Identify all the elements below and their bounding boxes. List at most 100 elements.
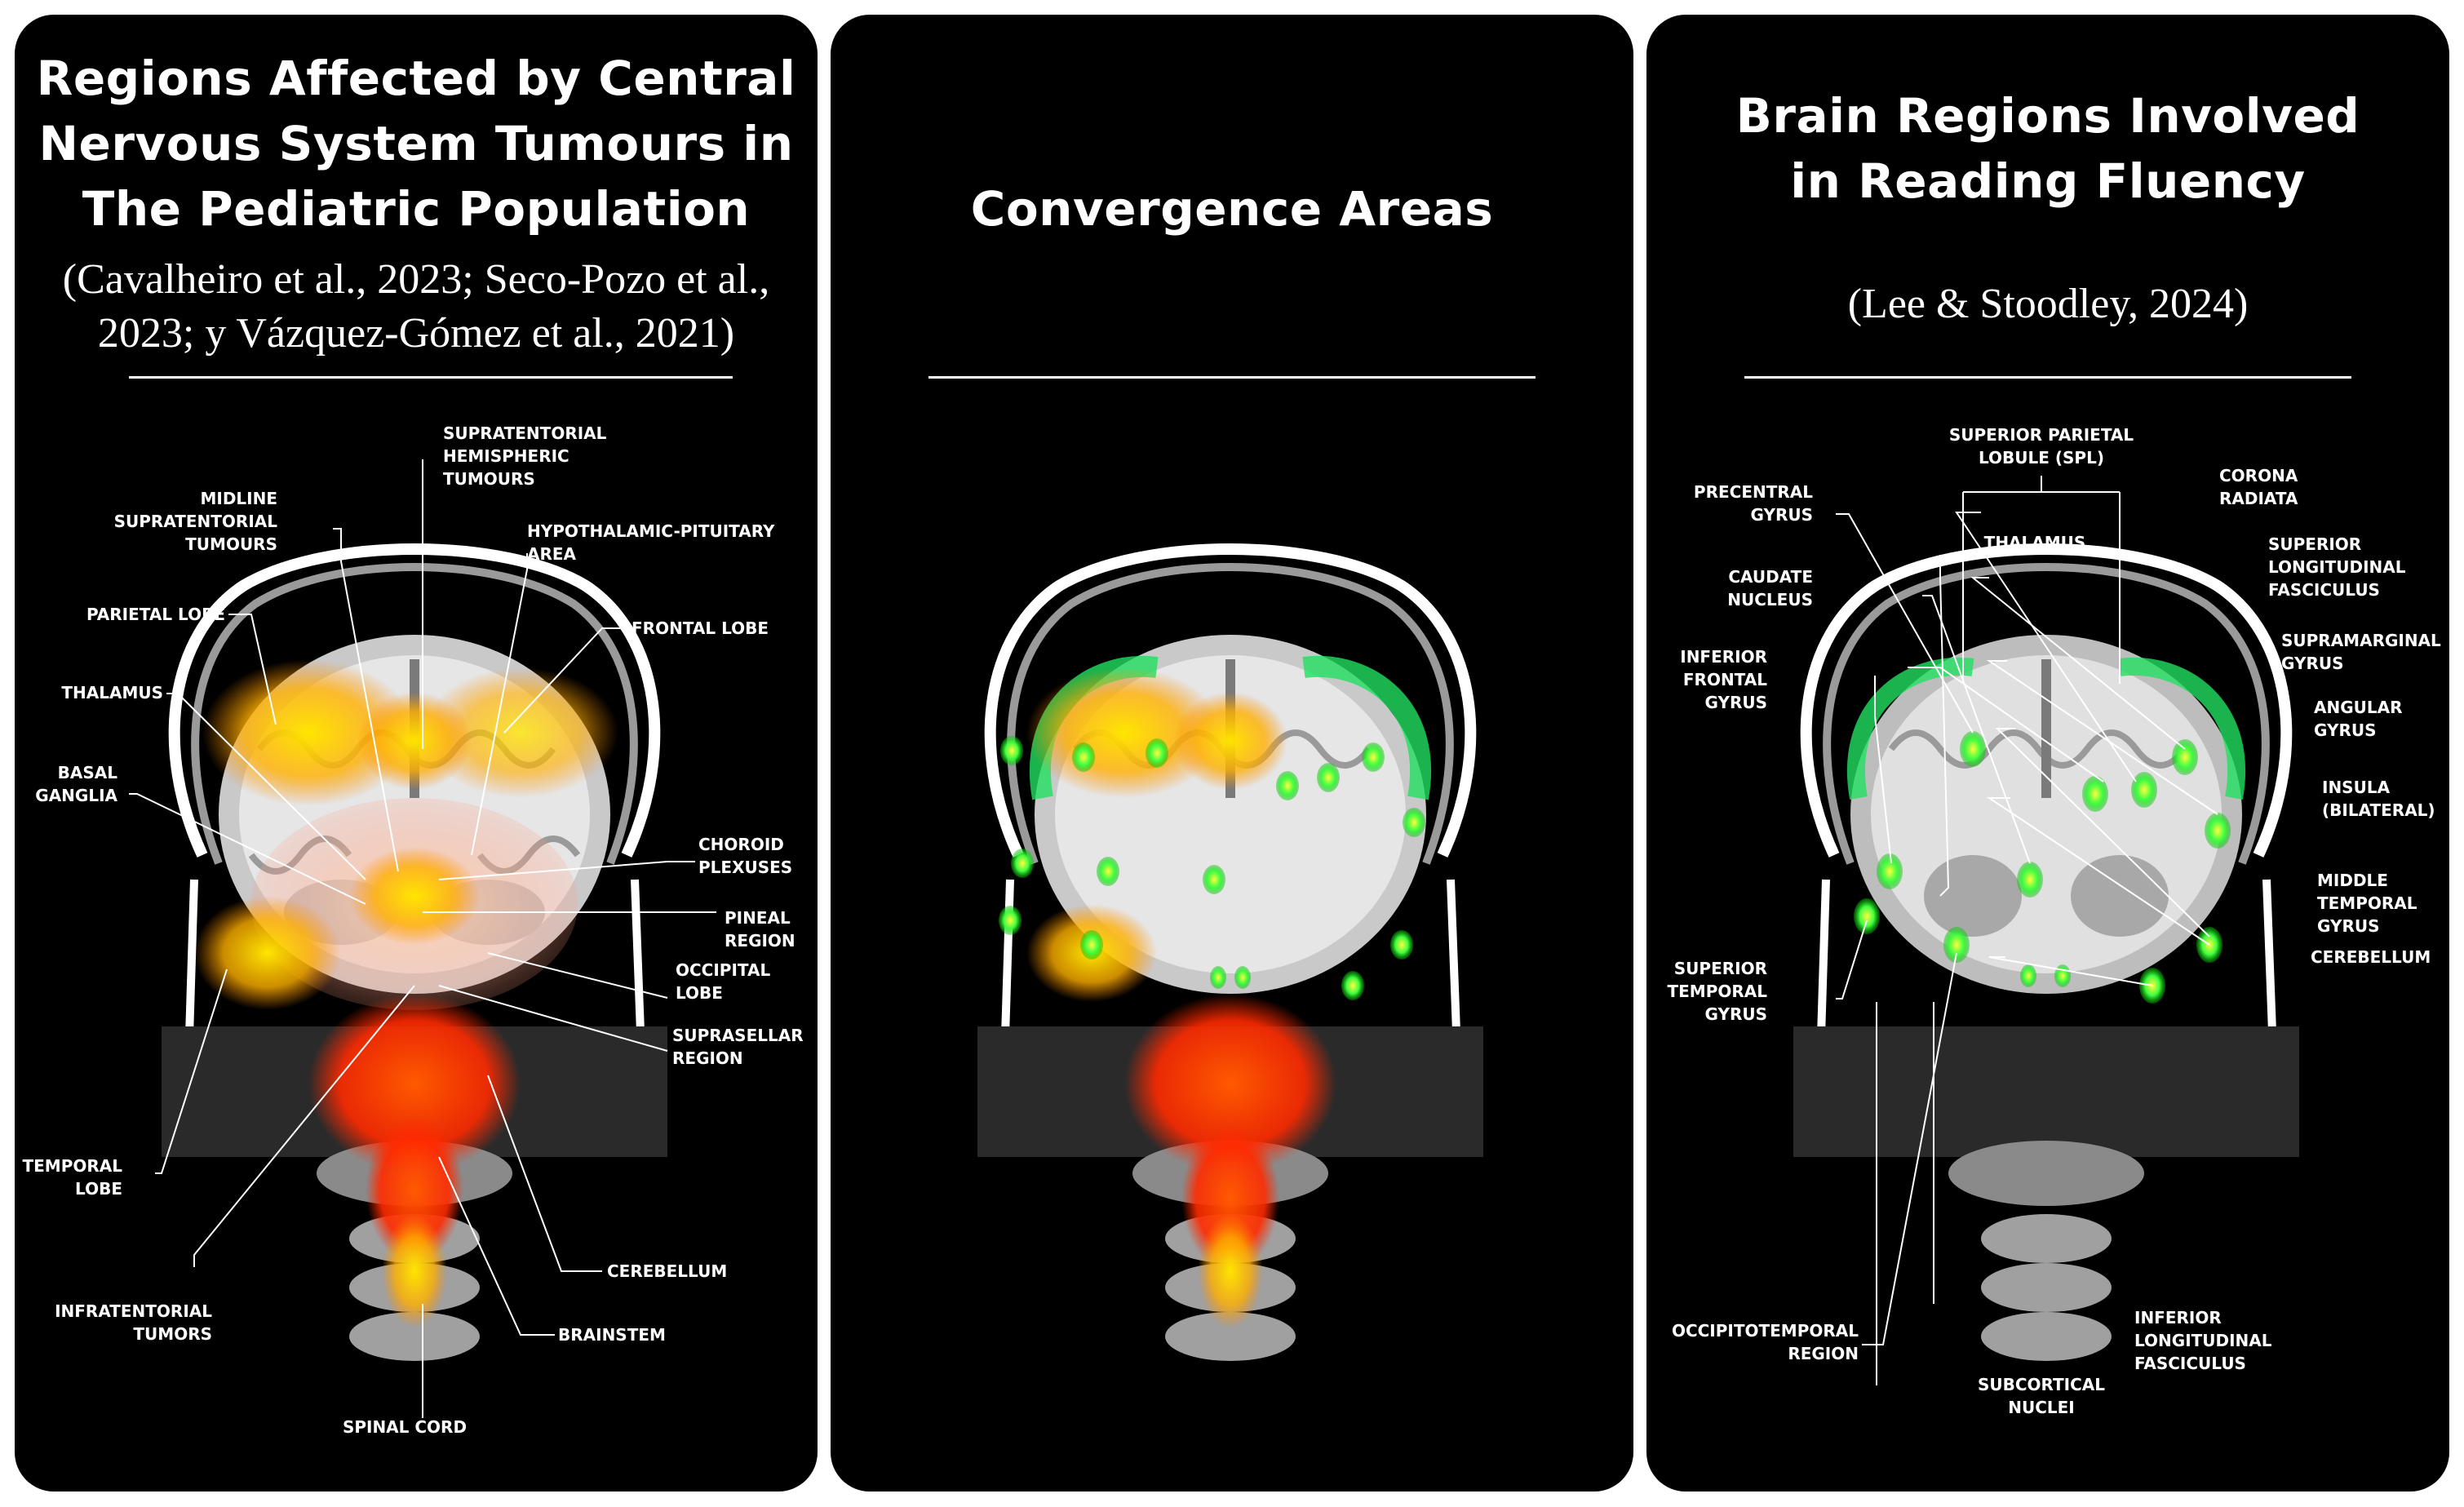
label-stg: SUPERIOR bbox=[1674, 959, 1767, 978]
svg-text:INFRATENTORIAL: INFRATENTORIAL bbox=[55, 1301, 212, 1321]
svg-text:SPINAL CORD: SPINAL CORD bbox=[343, 1417, 467, 1437]
svg-text:THALAMUS: THALAMUS bbox=[61, 683, 163, 703]
neck bbox=[1793, 1026, 2299, 1361]
svg-text:PLEXUSES: PLEXUSES bbox=[698, 858, 792, 877]
label-brainstem: BRAINSTEM bbox=[558, 1325, 666, 1345]
svg-text:FASCICULUS: FASCICULUS bbox=[2134, 1354, 2246, 1373]
panel-reading-fluency: Brain Regions Involved in Reading Fluenc… bbox=[1646, 15, 2449, 1491]
svg-text:FRONTAL: FRONTAL bbox=[1683, 670, 1767, 689]
label-frontal: FRONTAL LOBE bbox=[632, 618, 769, 638]
svg-text:PINEAL: PINEAL bbox=[725, 908, 791, 928]
citation-line: 2023; y Vázquez-Gómez et al., 2021) bbox=[97, 310, 735, 357]
label-basal: BASAL bbox=[58, 763, 118, 782]
divider bbox=[928, 376, 1536, 379]
svg-text:REGION: REGION bbox=[725, 931, 795, 951]
svg-text:THALAMUS: THALAMUS bbox=[1984, 533, 2086, 552]
svg-text:RADIATA: RADIATA bbox=[2219, 489, 2298, 508]
brain-diagram-tumours: SUPRATENTORIAL HEMISPHERIC TUMOURS MIDLI… bbox=[23, 423, 804, 1437]
label-corona: CORONA bbox=[2219, 466, 2298, 485]
svg-text:LONGITUDINAL: LONGITUDINAL bbox=[2268, 557, 2406, 577]
panel-title: Regions Affected by Central Nervous Syst… bbox=[15, 46, 818, 242]
svg-text:REGION: REGION bbox=[1788, 1344, 1859, 1363]
label-temporal: TEMPORAL bbox=[23, 1156, 123, 1176]
svg-text:CEREBELLUM: CEREBELLUM bbox=[607, 1261, 727, 1281]
svg-text:LOBE: LOBE bbox=[75, 1179, 122, 1199]
svg-text:HYPOTHALAMIC-PITUITARY: HYPOTHALAMIC-PITUITARY bbox=[527, 521, 775, 541]
label-caudate: CAUDATE bbox=[1728, 567, 1813, 587]
labels: SUPRATENTORIAL HEMISPHERIC TUMOURS MIDLI… bbox=[23, 423, 804, 1437]
label-occipitotemporal: OCCIPITOTEMPORAL bbox=[1672, 1321, 1859, 1341]
svg-text:TEMPORAL: TEMPORAL bbox=[23, 1156, 123, 1176]
svg-text:SUPERIOR: SUPERIOR bbox=[2268, 534, 2361, 554]
tumour-overlay bbox=[194, 659, 618, 1328]
labels: SUPERIOR PARIETAL LOBULE (SPL) PRECENTRA… bbox=[1668, 425, 2442, 1417]
svg-text:GYRUS: GYRUS bbox=[1704, 1004, 1767, 1024]
divider bbox=[129, 376, 733, 379]
svg-text:GANGLIA: GANGLIA bbox=[35, 786, 117, 805]
svg-text:NUCLEI: NUCLEI bbox=[2008, 1398, 2075, 1417]
label-angular: ANGULAR bbox=[2314, 698, 2403, 717]
label-parietal: PARIETAL LOBE bbox=[86, 605, 225, 624]
title-line: Convergence Areas bbox=[970, 181, 1494, 237]
label-choroid: CHOROID bbox=[698, 835, 784, 854]
svg-text:INFERIOR: INFERIOR bbox=[1680, 647, 1767, 667]
svg-text:GYRUS: GYRUS bbox=[2281, 654, 2344, 673]
citation-line: (Cavalheiro et al., 2023; Seco-Pozo et a… bbox=[62, 256, 770, 303]
label-slf: SUPERIOR bbox=[2268, 534, 2361, 554]
label-occipital: OCCIPITAL bbox=[676, 960, 770, 980]
svg-text:INSULA: INSULA bbox=[2322, 778, 2391, 797]
citation: (Lee & Stoodley, 2024) bbox=[1646, 277, 2449, 331]
svg-text:PARIETAL LOBE: PARIETAL LOBE bbox=[86, 605, 225, 624]
svg-text:GYRUS: GYRUS bbox=[2314, 720, 2377, 740]
panel-convergence: Convergence Areas bbox=[831, 15, 1633, 1491]
svg-text:SUPRATENTORIAL: SUPRATENTORIAL bbox=[443, 423, 607, 443]
svg-text:ANGULAR: ANGULAR bbox=[2314, 698, 2403, 717]
label-mtg: MIDDLE bbox=[2317, 871, 2388, 890]
svg-text:SUPERIOR: SUPERIOR bbox=[1674, 959, 1767, 978]
label-precentral: PRECENTRAL bbox=[1694, 482, 1813, 502]
svg-text:TEMPORAL: TEMPORAL bbox=[1668, 982, 1768, 1001]
svg-text:GYRUS: GYRUS bbox=[1750, 505, 1813, 525]
svg-text:BRAINSTEM: BRAINSTEM bbox=[558, 1325, 666, 1345]
svg-text:OCCIPITAL: OCCIPITAL bbox=[676, 960, 770, 980]
label-pineal: PINEAL bbox=[725, 908, 791, 928]
divider bbox=[1744, 376, 2351, 379]
svg-text:MIDLINE: MIDLINE bbox=[200, 489, 277, 508]
label-thalamus: THALAMUS bbox=[1984, 533, 2086, 552]
title-line: The Pediatric Population bbox=[82, 181, 751, 237]
label-hypothalamic: HYPOTHALAMIC-PITUITARY bbox=[527, 521, 775, 541]
label-spl: SUPERIOR PARIETAL bbox=[1949, 425, 2134, 445]
svg-text:LONGITUDINAL: LONGITUDINAL bbox=[2134, 1331, 2272, 1350]
label-midline: MIDLINE bbox=[200, 489, 277, 508]
svg-text:SUPERIOR PARIETAL: SUPERIOR PARIETAL bbox=[1949, 425, 2134, 445]
label-supratentorial: SUPRATENTORIAL bbox=[443, 423, 607, 443]
svg-text:TEMPORAL: TEMPORAL bbox=[2317, 893, 2417, 913]
svg-text:REGION: REGION bbox=[672, 1048, 743, 1068]
label-ilf: INFERIOR bbox=[2134, 1308, 2222, 1327]
svg-text:PRECENTRAL: PRECENTRAL bbox=[1694, 482, 1813, 502]
svg-text:CORONA: CORONA bbox=[2219, 466, 2298, 485]
label-supramarginal: SUPRAMARGINAL bbox=[2281, 631, 2441, 650]
title-line: Regions Affected by Central bbox=[36, 51, 796, 106]
panel-pediatric-tumours: Regions Affected by Central Nervous Syst… bbox=[15, 15, 818, 1491]
label-ifg: INFERIOR bbox=[1680, 647, 1767, 667]
svg-text:FASCICULUS: FASCICULUS bbox=[2268, 580, 2380, 600]
label-cerebellum: CEREBELLUM bbox=[607, 1261, 727, 1281]
panel-title: Convergence Areas bbox=[831, 176, 1633, 242]
label-thalamus: THALAMUS bbox=[61, 683, 163, 703]
svg-text:TUMOURS: TUMOURS bbox=[443, 469, 535, 489]
svg-text:HEMISPHERIC: HEMISPHERIC bbox=[443, 446, 569, 466]
citation-line: (Lee & Stoodley, 2024) bbox=[1847, 281, 2249, 327]
label-suprasellar: SUPRASELLAR bbox=[672, 1026, 804, 1045]
svg-text:BASAL: BASAL bbox=[58, 763, 118, 782]
svg-text:SUPRASELLAR: SUPRASELLAR bbox=[672, 1026, 804, 1045]
brain-diagram-convergence bbox=[977, 543, 1483, 1361]
svg-text:TUMORS: TUMORS bbox=[133, 1324, 212, 1344]
label-leader-lines bbox=[129, 459, 716, 1418]
svg-text:NUCLEUS: NUCLEUS bbox=[1727, 590, 1813, 609]
label-cerebellum: CEREBELLUM bbox=[2311, 947, 2431, 967]
brain-diagram-reading: SUPERIOR PARIETAL LOBULE (SPL) PRECENTRA… bbox=[1668, 425, 2442, 1417]
svg-text:CHOROID: CHOROID bbox=[698, 835, 784, 854]
label-leader-lines bbox=[1836, 476, 2218, 1385]
svg-text:CEREBELLUM: CEREBELLUM bbox=[2311, 947, 2431, 967]
